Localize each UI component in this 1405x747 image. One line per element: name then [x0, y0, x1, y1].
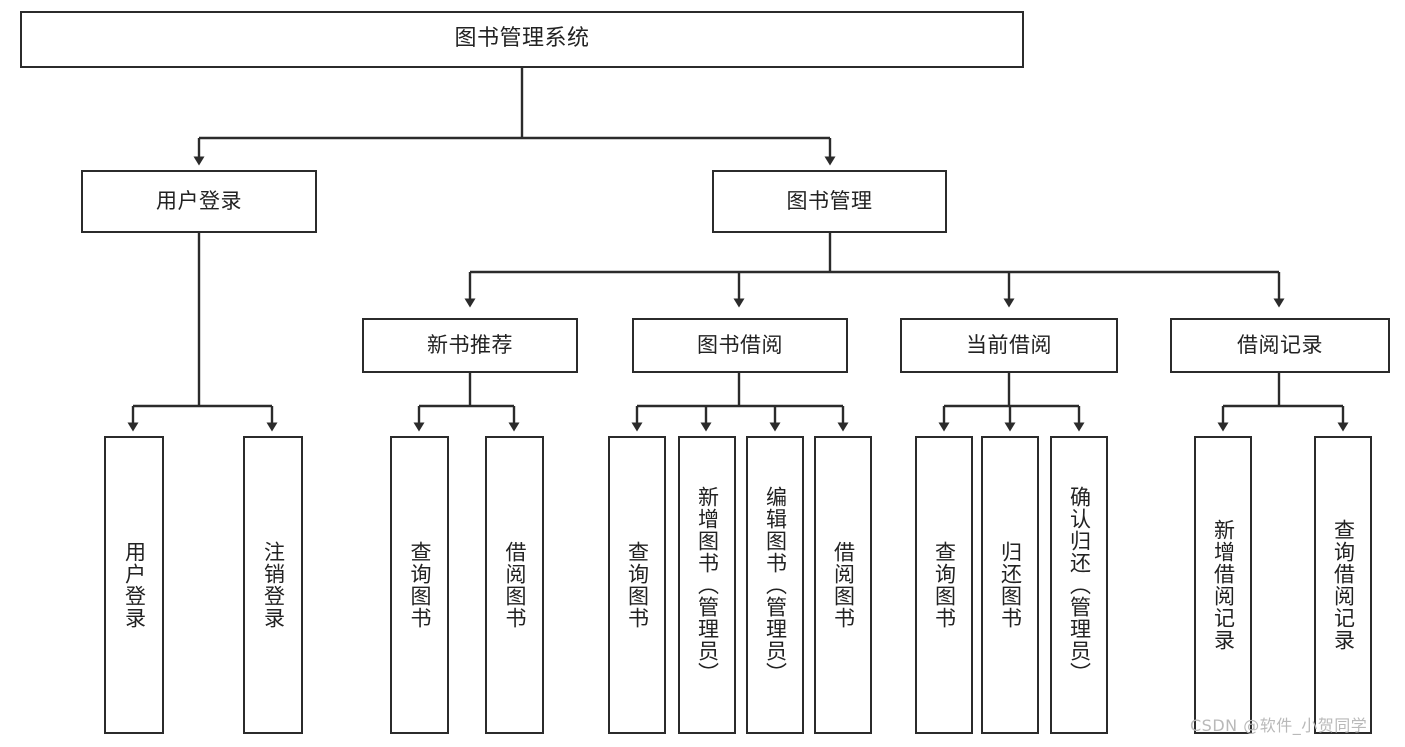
- node-label: 查询图书: [932, 541, 957, 629]
- node-label: 借阅记录: [1237, 332, 1323, 357]
- node-new-book-recommend[interactable]: 新书推荐: [362, 318, 578, 373]
- node-label: 图书管理系统: [454, 26, 590, 52]
- leaf-current-borrow-query-book[interactable]: 查询图书: [915, 436, 973, 734]
- node-book-borrow[interactable]: 图书借阅: [632, 318, 848, 373]
- node-label: 注销登录: [261, 541, 286, 629]
- node-label: 借阅图书: [502, 541, 527, 629]
- leaf-book-borrow-borrow-book[interactable]: 借阅图书: [814, 436, 872, 734]
- node-label: 查询图书: [625, 541, 650, 629]
- leaf-book-borrow-edit-book[interactable]: 编辑图书（管理员）: [746, 436, 804, 734]
- leaf-borrow-record-query-record[interactable]: 查询借阅记录: [1314, 436, 1372, 734]
- node-label: 查询图书: [407, 541, 432, 629]
- node-label: 新增借阅记录: [1211, 519, 1236, 651]
- node-label: 当前借阅: [966, 332, 1052, 357]
- node-label: 查询借阅记录: [1331, 519, 1356, 651]
- leaf-current-borrow-return-book[interactable]: 归还图书: [981, 436, 1039, 734]
- leaf-new-book-borrow-book[interactable]: 借阅图书: [485, 436, 544, 734]
- node-label: 用户登录: [156, 188, 242, 213]
- leaf-book-borrow-query-book[interactable]: 查询图书: [608, 436, 666, 734]
- node-user-login[interactable]: 用户登录: [81, 170, 317, 233]
- leaf-book-borrow-add-book[interactable]: 新增图书（管理员）: [678, 436, 736, 734]
- node-root-system[interactable]: 图书管理系统: [20, 11, 1024, 68]
- node-book-management[interactable]: 图书管理: [712, 170, 947, 233]
- node-label: 借阅图书: [831, 541, 856, 629]
- leaf-user-login-logout[interactable]: 注销登录: [243, 436, 303, 734]
- node-borrow-record[interactable]: 借阅记录: [1170, 318, 1390, 373]
- node-label: 用户登录: [122, 541, 147, 629]
- leaf-new-book-query-book[interactable]: 查询图书: [390, 436, 449, 734]
- node-label: 编辑图书（管理员）: [763, 486, 788, 684]
- leaf-user-login-login[interactable]: 用户登录: [104, 436, 164, 734]
- node-current-borrow[interactable]: 当前借阅: [900, 318, 1118, 373]
- node-label: 归还图书: [998, 541, 1023, 629]
- watermark: CSDN @软件_小贺同学: [1190, 716, 1368, 735]
- node-label: 图书管理: [786, 188, 873, 213]
- node-label: 图书借阅: [697, 332, 783, 357]
- node-label: 新书推荐: [427, 332, 513, 357]
- node-label: 确认归还（管理员）: [1067, 486, 1092, 684]
- leaf-borrow-record-add-record[interactable]: 新增借阅记录: [1194, 436, 1252, 734]
- leaf-current-borrow-confirm-return[interactable]: 确认归还（管理员）: [1050, 436, 1108, 734]
- node-label: 新增图书（管理员）: [695, 486, 720, 684]
